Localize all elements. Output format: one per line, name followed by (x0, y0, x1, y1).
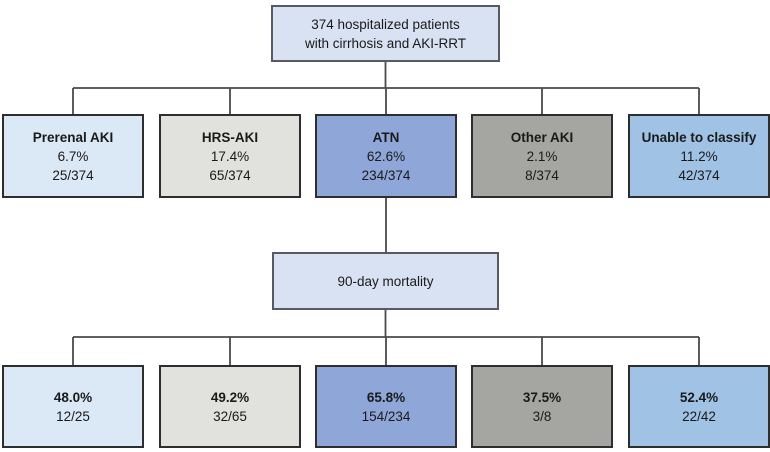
node-fraction: 154/234 (361, 408, 411, 424)
node-title: Other AKI (510, 129, 574, 145)
node-mortality-unable-to-classify: 52.4% 22/42 (628, 365, 770, 448)
node-hrs-aki: HRS-AKI 17.4% 65/374 (159, 114, 301, 198)
node-fraction: 25/374 (52, 167, 94, 183)
node-mortality-prerenal-aki: 48.0% 12/25 (2, 365, 144, 448)
node-percent: 2.1% (526, 148, 558, 164)
node-title: HRS-AKI (201, 129, 259, 145)
node-title: ATN (372, 129, 400, 145)
node-title: Prerenal AKI (32, 129, 114, 145)
node-90-day-mortality-label: 90-day mortality (337, 273, 434, 289)
node-fraction: 234/374 (361, 167, 411, 183)
node-title: Unable to classify (641, 129, 757, 145)
node-atn: ATN 62.6% 234/374 (315, 114, 457, 198)
node-fraction: 8/374 (525, 167, 559, 183)
node-fraction: 3/8 (532, 408, 552, 424)
node-unable-to-classify: Unable to classify 11.2% 42/374 (628, 114, 770, 198)
node-total-patients-line1: 374 hospitalized patients (311, 16, 460, 32)
node-fraction: 42/374 (678, 167, 720, 183)
node-percent: 11.2% (680, 148, 718, 164)
node-percent: 52.4% (679, 389, 719, 405)
node-total-patients: 374 hospitalized patients with cirrhosis… (271, 5, 500, 62)
node-fraction: 32/65 (213, 408, 247, 424)
node-percent: 62.6% (366, 148, 406, 164)
node-fraction: 65/374 (209, 167, 251, 183)
node-total-patients-line2: with cirrhosis and AKI-RRT (304, 35, 467, 51)
node-90-day-mortality: 90-day mortality (272, 252, 499, 310)
node-percent: 6.7% (57, 148, 89, 164)
node-percent: 49.2% (210, 389, 250, 405)
node-percent: 65.8% (366, 389, 406, 405)
node-percent: 17.4% (210, 148, 250, 164)
node-fraction: 12/25 (56, 408, 90, 424)
node-percent: 48.0% (53, 389, 93, 405)
node-mortality-other-aki: 37.5% 3/8 (471, 365, 613, 448)
node-mortality-atn: 65.8% 154/234 (315, 365, 457, 448)
node-prerenal-aki: Prerenal AKI 6.7% 25/374 (2, 114, 144, 198)
node-percent: 37.5% (522, 389, 562, 405)
node-other-aki: Other AKI 2.1% 8/374 (471, 114, 613, 198)
node-mortality-hrs-aki: 49.2% 32/65 (159, 365, 301, 448)
node-fraction: 22/42 (682, 408, 716, 424)
